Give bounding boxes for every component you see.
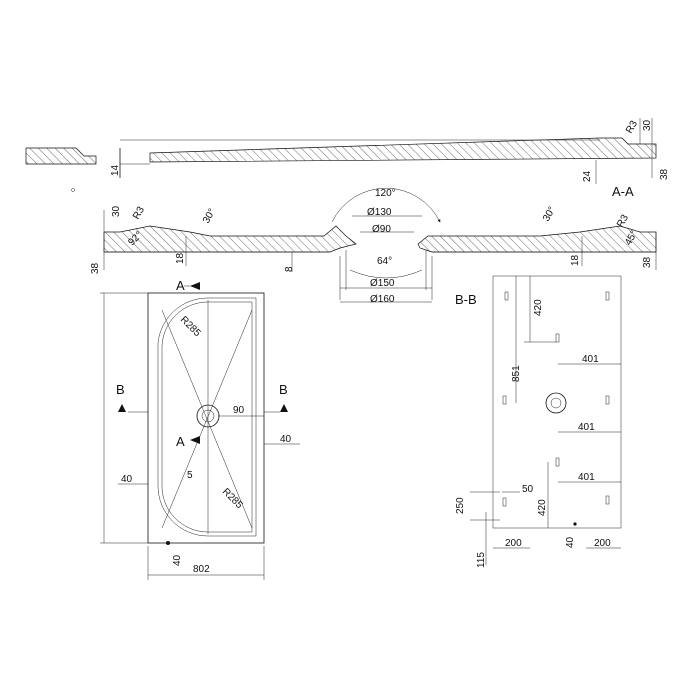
dim-dia150: Ø150 xyxy=(370,278,395,289)
dim-r3-top: R3 xyxy=(624,119,640,136)
dim-50: 50 xyxy=(522,484,534,495)
marker-b-right: B xyxy=(279,382,288,397)
marker-b-left: B xyxy=(116,382,125,397)
dim-5: 5 xyxy=(187,470,193,481)
dim-dia160: Ø160 xyxy=(370,294,395,305)
section-mid-profile xyxy=(103,187,657,303)
section-bb-dims: B-B 420 851 401 401 401 50 250 420 200 4… xyxy=(455,292,611,568)
dim-8: 8 xyxy=(284,266,295,272)
marker-a-mid: A xyxy=(176,434,185,449)
plan-view xyxy=(100,282,300,580)
dim-851: 851 xyxy=(511,365,522,382)
dim-40-bottom: 40 xyxy=(172,554,183,566)
bb-outline xyxy=(492,275,622,529)
dim-401-b: 401 xyxy=(578,422,595,433)
dim-401-c: 401 xyxy=(578,472,595,483)
dim-64deg: 64° xyxy=(377,256,392,267)
dim-200-right: 200 xyxy=(594,538,611,549)
dim-401-a: 401 xyxy=(582,354,599,365)
section-bb xyxy=(470,275,622,565)
dim-38-top: 38 xyxy=(659,168,670,180)
section-mid-dims: 30 R3 30° 92° 18 38 8 120° Ø130 Ø90 64° … xyxy=(90,188,653,305)
dim-24-top: 24 xyxy=(582,170,593,182)
dim-r285-bot: R285 xyxy=(220,486,245,511)
profile-main xyxy=(149,137,657,163)
tray-inner xyxy=(157,297,257,537)
dim-30deg-right: 30° xyxy=(541,205,558,224)
tray-outline xyxy=(147,292,265,544)
bb-drain-outer xyxy=(545,392,567,414)
dim-14-top: 14 xyxy=(110,164,121,176)
dim-420-top: 420 xyxy=(533,299,544,316)
section-aa-dims: R3 30 38 24 14 A-A xyxy=(110,119,670,199)
dim-200-left: 200 xyxy=(505,538,522,549)
dim-30deg-left: 30° xyxy=(201,207,218,226)
dim-120deg: 120° xyxy=(375,188,396,199)
dim-r285-top: R285 xyxy=(178,314,203,339)
dim-18-right: 18 xyxy=(570,254,581,266)
dim-115: 115 xyxy=(476,552,487,568)
profile-left-stub xyxy=(25,147,97,165)
dim-38-left: 38 xyxy=(90,262,101,274)
dim-30-top: 30 xyxy=(642,119,653,131)
marker-a-top: A xyxy=(176,278,185,293)
dim-40-right: 40 xyxy=(280,434,292,445)
dim-18-left: 18 xyxy=(175,252,186,264)
dim-r3-mid-left: R3 xyxy=(131,205,147,222)
dim-90: 90 xyxy=(233,405,245,416)
profile-mid-right xyxy=(417,225,657,253)
dim-420-bot: 420 xyxy=(537,499,548,516)
profile-mid-left xyxy=(103,225,357,253)
label-section-bb: B-B xyxy=(455,292,477,307)
dim-dia90: Ø90 xyxy=(372,224,391,235)
section-aa-profile xyxy=(25,118,657,192)
dim-dia130: Ø130 xyxy=(367,207,392,218)
dim-250: 250 xyxy=(455,497,466,514)
drain-inner xyxy=(201,409,215,423)
dim-38-right: 38 xyxy=(642,256,653,268)
dim-40-bb: 40 xyxy=(565,536,576,548)
label-section-aa: A-A xyxy=(612,184,634,199)
dim-30-mid-left: 30 xyxy=(111,205,122,217)
dim-40-left: 40 xyxy=(121,474,133,485)
dim-802: 802 xyxy=(193,564,210,575)
